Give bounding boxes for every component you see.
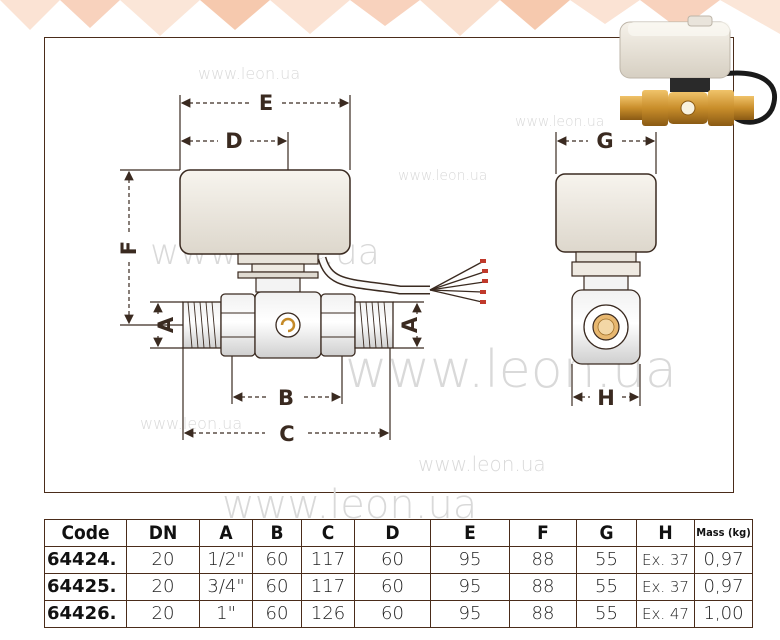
- cell-code: 64426.: [44, 600, 127, 628]
- dim-label-e: E: [259, 91, 273, 115]
- dim-label-g: G: [596, 129, 613, 153]
- cell-d: 60: [354, 546, 431, 574]
- cell-e: 95: [430, 573, 510, 601]
- valve-technical-drawing: E D F A A B C G H: [117, 91, 657, 446]
- watermark: www.leon.ua: [198, 64, 301, 83]
- cell-h: Ex. 37: [636, 546, 695, 574]
- header-c: C: [301, 519, 355, 547]
- header-d: D: [354, 519, 431, 547]
- dim-label-a-left: A: [154, 316, 178, 333]
- header-b: B: [252, 519, 302, 547]
- front-view: [120, 95, 488, 440]
- spec-table: Code DN A B C D E F G H Mass (kg) 64424.…: [44, 519, 753, 628]
- dim-label-f: F: [117, 241, 141, 255]
- header-f: F: [509, 519, 577, 547]
- cell-b: 60: [252, 600, 302, 628]
- cell-e: 95: [430, 546, 510, 574]
- dim-label-d: D: [225, 129, 242, 153]
- cell-b: 60: [252, 573, 302, 601]
- cell-c: 126: [301, 600, 355, 628]
- cell-g: 55: [576, 573, 637, 601]
- dim-label-c: C: [279, 422, 294, 446]
- watermark: www.leon.ua: [398, 168, 488, 184]
- cell-mass: 1,00: [694, 600, 753, 628]
- cell-h: Ex. 37: [636, 573, 695, 601]
- cell-f: 88: [509, 600, 577, 628]
- table-row: 64426. 20 1" 60 126 60 95 88 55 Ex. 47 1…: [44, 600, 753, 628]
- cell-a: 3/4": [199, 573, 253, 601]
- table-row: 64424. 20 1/2" 60 117 60 95 88 55 Ex. 37…: [44, 546, 753, 574]
- header-g: G: [576, 519, 637, 547]
- product-photo: [619, 15, 777, 126]
- cell-mass: 0,97: [694, 546, 753, 574]
- cell-code: 64424.: [44, 546, 127, 574]
- cell-dn: 20: [126, 573, 200, 601]
- header-e: E: [430, 519, 510, 547]
- header-dn: DN: [126, 519, 200, 547]
- cell-d: 60: [354, 573, 431, 601]
- cell-g: 55: [576, 546, 637, 574]
- side-view: [555, 132, 657, 406]
- cell-d: 60: [354, 600, 431, 628]
- table-row: 64425. 20 3/4" 60 117 60 95 88 55 Ex. 37…: [44, 573, 753, 601]
- header-h: H: [636, 519, 695, 547]
- cell-b: 60: [252, 546, 302, 574]
- header-a: A: [199, 519, 253, 547]
- header-mass: Mass (kg): [694, 519, 753, 547]
- dim-label-h: H: [597, 386, 615, 410]
- cell-h: Ex. 47: [636, 600, 695, 628]
- cell-c: 117: [301, 573, 355, 601]
- cell-dn: 20: [126, 600, 200, 628]
- watermark: www.leon.ua: [418, 452, 546, 476]
- dim-label-a-right: A: [398, 316, 422, 333]
- table-header-row: Code DN A B C D E F G H Mass (kg): [44, 519, 753, 547]
- cell-a: 1": [199, 600, 253, 628]
- background-pattern: [0, 0, 780, 36]
- cell-mass: 0,97: [694, 573, 753, 601]
- dim-label-b: B: [278, 386, 294, 410]
- watermark: www.leon.ua: [515, 114, 605, 130]
- cell-g: 55: [576, 600, 637, 628]
- cell-f: 88: [509, 546, 577, 574]
- header-code: Code: [44, 519, 127, 547]
- cell-c: 117: [301, 546, 355, 574]
- cell-a: 1/2": [199, 546, 253, 574]
- cell-e: 95: [430, 600, 510, 628]
- cell-dn: 20: [126, 546, 200, 574]
- cell-f: 88: [509, 573, 577, 601]
- watermark: www.leon.ua: [140, 414, 243, 433]
- cell-code: 64425.: [44, 573, 127, 601]
